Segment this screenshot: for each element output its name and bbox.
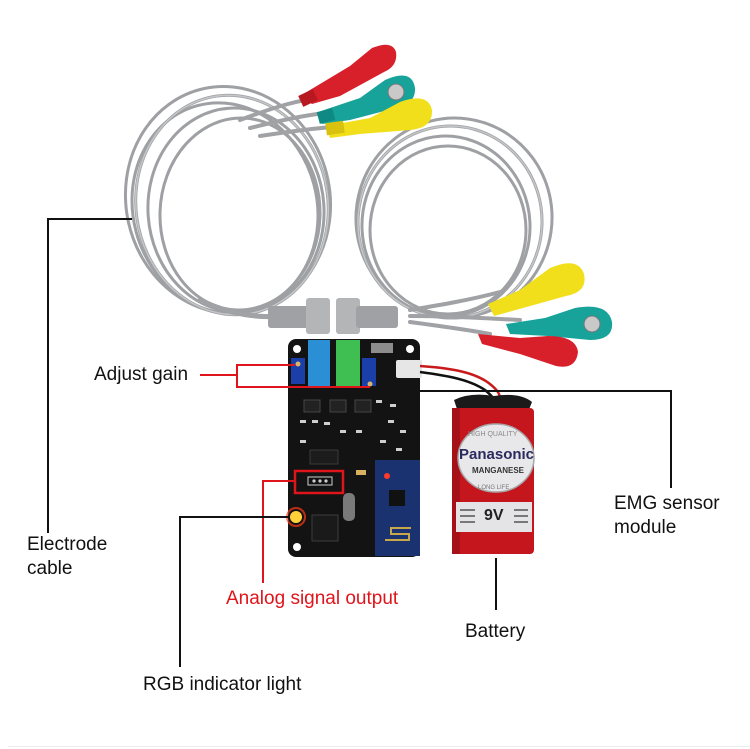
cable-connectors bbox=[268, 298, 398, 334]
battery-9v bbox=[452, 394, 535, 554]
leader-rgb-indicator bbox=[179, 516, 290, 667]
battery-print-bottom: LONG LIFE bbox=[478, 485, 510, 491]
electrode-snap-yellow-bottom bbox=[488, 263, 585, 316]
battery-print-type: MANGANESE bbox=[472, 466, 525, 475]
leader-electrode-cable bbox=[47, 218, 132, 533]
label-emg-sensor-module-line-2: module bbox=[614, 517, 677, 538]
electrode-snap-red-top bbox=[298, 44, 397, 107]
label-emg-sensor-module: EMG sensor module bbox=[614, 492, 720, 540]
leader-analog-signal-output bbox=[262, 480, 295, 583]
bottom-divider bbox=[8, 746, 750, 747]
label-electrode-cable-line-1: Electrode bbox=[27, 534, 108, 555]
electrode-snap-red-bottom bbox=[478, 334, 578, 367]
label-electrode-cable-line-2: cable bbox=[27, 558, 73, 579]
electrode-snap-teal-top bbox=[316, 75, 416, 124]
leader-adjust-gain-bracket bbox=[236, 364, 370, 388]
battery-print-voltage: 9V bbox=[484, 507, 504, 524]
emg-sensor-board bbox=[286, 339, 422, 557]
leader-lines bbox=[47, 218, 672, 667]
rgb-led bbox=[290, 511, 302, 523]
label-emg-sensor-module-line-1: EMG sensor bbox=[614, 493, 720, 514]
label-adjust-gain: Adjust gain bbox=[94, 364, 189, 385]
label-analog-signal-output: Analog signal output bbox=[226, 588, 399, 609]
electrode-snap-yellow-top bbox=[325, 98, 433, 138]
label-electrode-cable: Electrode cable bbox=[27, 533, 107, 581]
label-rgb-indicator-light: RGB indicator light bbox=[143, 674, 302, 695]
leader-emg-sensor-module bbox=[420, 390, 672, 488]
electrode-snap-teal-bottom bbox=[506, 306, 613, 340]
battery-print-top: HIGH QUALITY bbox=[468, 431, 518, 438]
battery-print-brand: Panasonic bbox=[459, 446, 535, 463]
label-battery: Battery bbox=[465, 621, 526, 642]
